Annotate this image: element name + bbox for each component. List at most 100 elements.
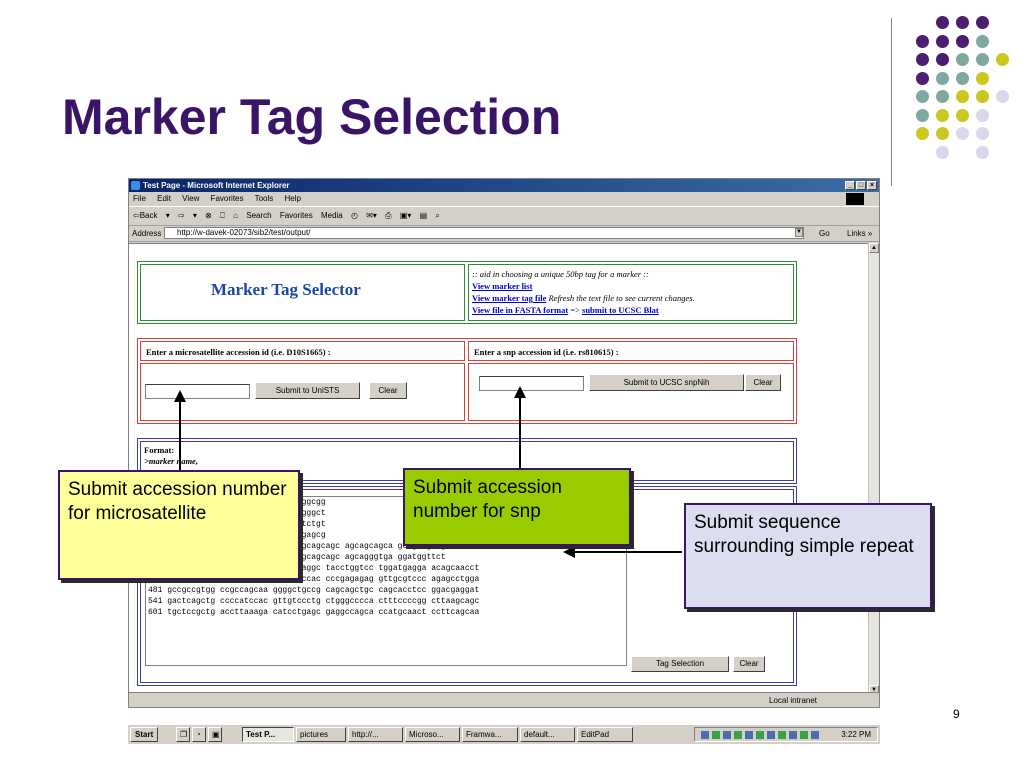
submit-ucsc-snpnih-button[interactable]: Submit to UCSC snpNih xyxy=(589,374,744,391)
history-icon[interactable]: ◴ xyxy=(351,211,358,220)
callout-snp: Submit accession number for snp xyxy=(403,468,631,546)
messenger-icon[interactable]: ⌕ xyxy=(435,211,440,220)
menu-file[interactable]: File xyxy=(133,194,146,203)
arrow-text: => xyxy=(570,305,580,315)
links-button[interactable]: Links » xyxy=(847,229,873,238)
ms-label-cell: Enter a microsatellite accession id (i.e… xyxy=(140,341,465,361)
task-framwa[interactable]: Framwa... xyxy=(462,727,518,742)
link-marker-list[interactable]: View marker list xyxy=(472,281,533,291)
decorative-dot xyxy=(996,53,1009,66)
browser-window: Test Page - Microsoft Internet Explorer … xyxy=(128,178,880,708)
menu-view[interactable]: View xyxy=(182,194,200,203)
task-http[interactable]: http://... xyxy=(348,727,403,742)
menu-favorites[interactable]: Favorites xyxy=(210,194,244,203)
mail-icon[interactable]: ✉▾ xyxy=(366,211,377,220)
snp-input-cell: Submit to UCSC snpNih Clear xyxy=(468,363,794,421)
clock: 3:22 PM xyxy=(841,730,871,739)
task-test-page[interactable]: Test P... xyxy=(242,727,294,742)
decorative-dot xyxy=(956,90,969,103)
submit-unists-button[interactable]: Submit to UniSTS xyxy=(255,382,360,399)
address-input[interactable]: http://w-davek-02073/sib2/test/output/ xyxy=(164,227,804,239)
edit-icon[interactable]: ▣▾ xyxy=(399,211,412,220)
maximize-button[interactable]: □ xyxy=(856,181,866,190)
task-microsoft[interactable]: Microso... xyxy=(405,727,460,742)
task-pictures[interactable]: pictures xyxy=(296,727,346,742)
forward-dropdown-icon[interactable]: ▾ xyxy=(192,211,197,220)
system-tray: 3:22 PM xyxy=(694,727,878,742)
decorative-dot xyxy=(996,90,1009,103)
decorative-dot xyxy=(916,108,929,122)
minimize-button[interactable]: _ xyxy=(845,181,855,190)
link-marker-tag-file[interactable]: View marker tag file xyxy=(472,293,547,303)
address-bar: Address http://w-davek-02073/sib2/test/o… xyxy=(129,226,879,242)
snp-arrowhead-icon xyxy=(514,386,526,398)
decorative-dot xyxy=(976,127,989,140)
menu-tools[interactable]: Tools xyxy=(254,194,274,203)
task-default[interactable]: default... xyxy=(520,727,575,742)
decorative-dot xyxy=(936,90,949,103)
sequence-line: 481 gccgccgtgg ccgccagcaa ggggctgccg cag… xyxy=(148,586,480,595)
close-button[interactable]: × xyxy=(867,181,877,190)
ms-accession-input[interactable] xyxy=(145,384,250,399)
status-bar: Local intranet xyxy=(129,692,879,707)
sequence-line: 541 gactcagctg ccccatccac gttgtccctg ctg… xyxy=(148,597,480,606)
forward-button[interactable]: ⇨ xyxy=(177,211,185,220)
decorative-dot xyxy=(956,16,969,29)
decorative-dot xyxy=(916,53,929,66)
tray-icons[interactable] xyxy=(701,731,821,739)
scroll-up-icon[interactable]: ▲ xyxy=(869,243,879,253)
decorative-dot xyxy=(936,16,949,29)
menu-edit[interactable]: Edit xyxy=(157,194,171,203)
decorative-dot xyxy=(936,108,949,122)
decorative-dot xyxy=(956,34,969,48)
sequence-arrow xyxy=(574,551,682,553)
callout-sequence: Submit sequence surrounding simple repea… xyxy=(684,503,932,609)
microsatellite-arrowhead-icon xyxy=(174,390,186,402)
quick-launch-app-icon[interactable]: ▣ xyxy=(208,727,222,742)
format-line: >marker name, xyxy=(144,456,198,466)
snp-clear-button[interactable]: Clear xyxy=(745,374,781,391)
print-icon[interactable]: ⎙ xyxy=(385,211,392,220)
start-button[interactable]: Start xyxy=(130,727,159,742)
back-button[interactable]: ⇦Back xyxy=(133,211,158,220)
window-title: Test Page - Microsoft Internet Explorer xyxy=(143,181,290,190)
link-ucsc-blat[interactable]: submit to UCSC Blat xyxy=(582,305,659,315)
aid-line: :: aid in choosing a unique 50bp tag for… xyxy=(472,269,649,279)
selector-title: Marker Tag Selector xyxy=(211,280,361,299)
stop-icon[interactable]: ⊗ xyxy=(205,211,212,220)
favorites-button[interactable]: Favorites xyxy=(279,211,313,220)
address-dropdown-icon[interactable]: ▼ xyxy=(795,228,803,237)
snp-accession-input[interactable] xyxy=(479,376,584,391)
task-editpad[interactable]: EditPad xyxy=(577,727,633,742)
page-number: 9 xyxy=(953,707,960,721)
tag-selection-button[interactable]: Tag Selection xyxy=(631,656,729,672)
decorative-dot xyxy=(976,108,989,122)
menu-help[interactable]: Help xyxy=(284,194,301,203)
microsatellite-arrow xyxy=(179,400,181,470)
accession-table: Enter a microsatellite accession id (i.e… xyxy=(137,338,797,424)
ms-input-cell: Submit to UniSTS Clear xyxy=(140,363,465,421)
go-button[interactable]: Go xyxy=(819,229,830,238)
search-button[interactable]: Search xyxy=(246,211,272,220)
link-fasta[interactable]: View file in FASTA format xyxy=(472,305,569,315)
quick-launch-ie-icon[interactable]: ◔ xyxy=(192,727,206,742)
quick-launch-desktop-icon[interactable]: ❐ xyxy=(176,727,190,742)
home-icon[interactable]: ⌂ xyxy=(233,211,238,220)
decorative-dot xyxy=(916,71,929,85)
decorative-dot xyxy=(936,34,949,48)
callout-microsatellite: Submit accession number for microsatelli… xyxy=(58,470,300,580)
refresh-icon[interactable]: ⎕ xyxy=(220,211,225,220)
decorative-dot xyxy=(976,71,989,85)
media-button[interactable]: Media xyxy=(320,211,343,220)
ms-clear-button[interactable]: Clear xyxy=(369,382,407,399)
format-label: Format: xyxy=(144,445,175,455)
sequence-clear-button[interactable]: Clear xyxy=(733,656,765,672)
back-dropdown-icon[interactable]: ▾ xyxy=(165,211,170,220)
discuss-icon[interactable]: ▤ xyxy=(419,211,428,220)
ie-icon xyxy=(131,181,140,190)
window-titlebar[interactable]: Test Page - Microsoft Internet Explorer … xyxy=(129,179,879,192)
vertical-scrollbar[interactable]: ▲ ▼ xyxy=(868,243,879,695)
sequence-arrowhead-icon xyxy=(563,546,575,558)
decorative-dot xyxy=(916,90,929,103)
decorative-dot xyxy=(936,127,949,140)
